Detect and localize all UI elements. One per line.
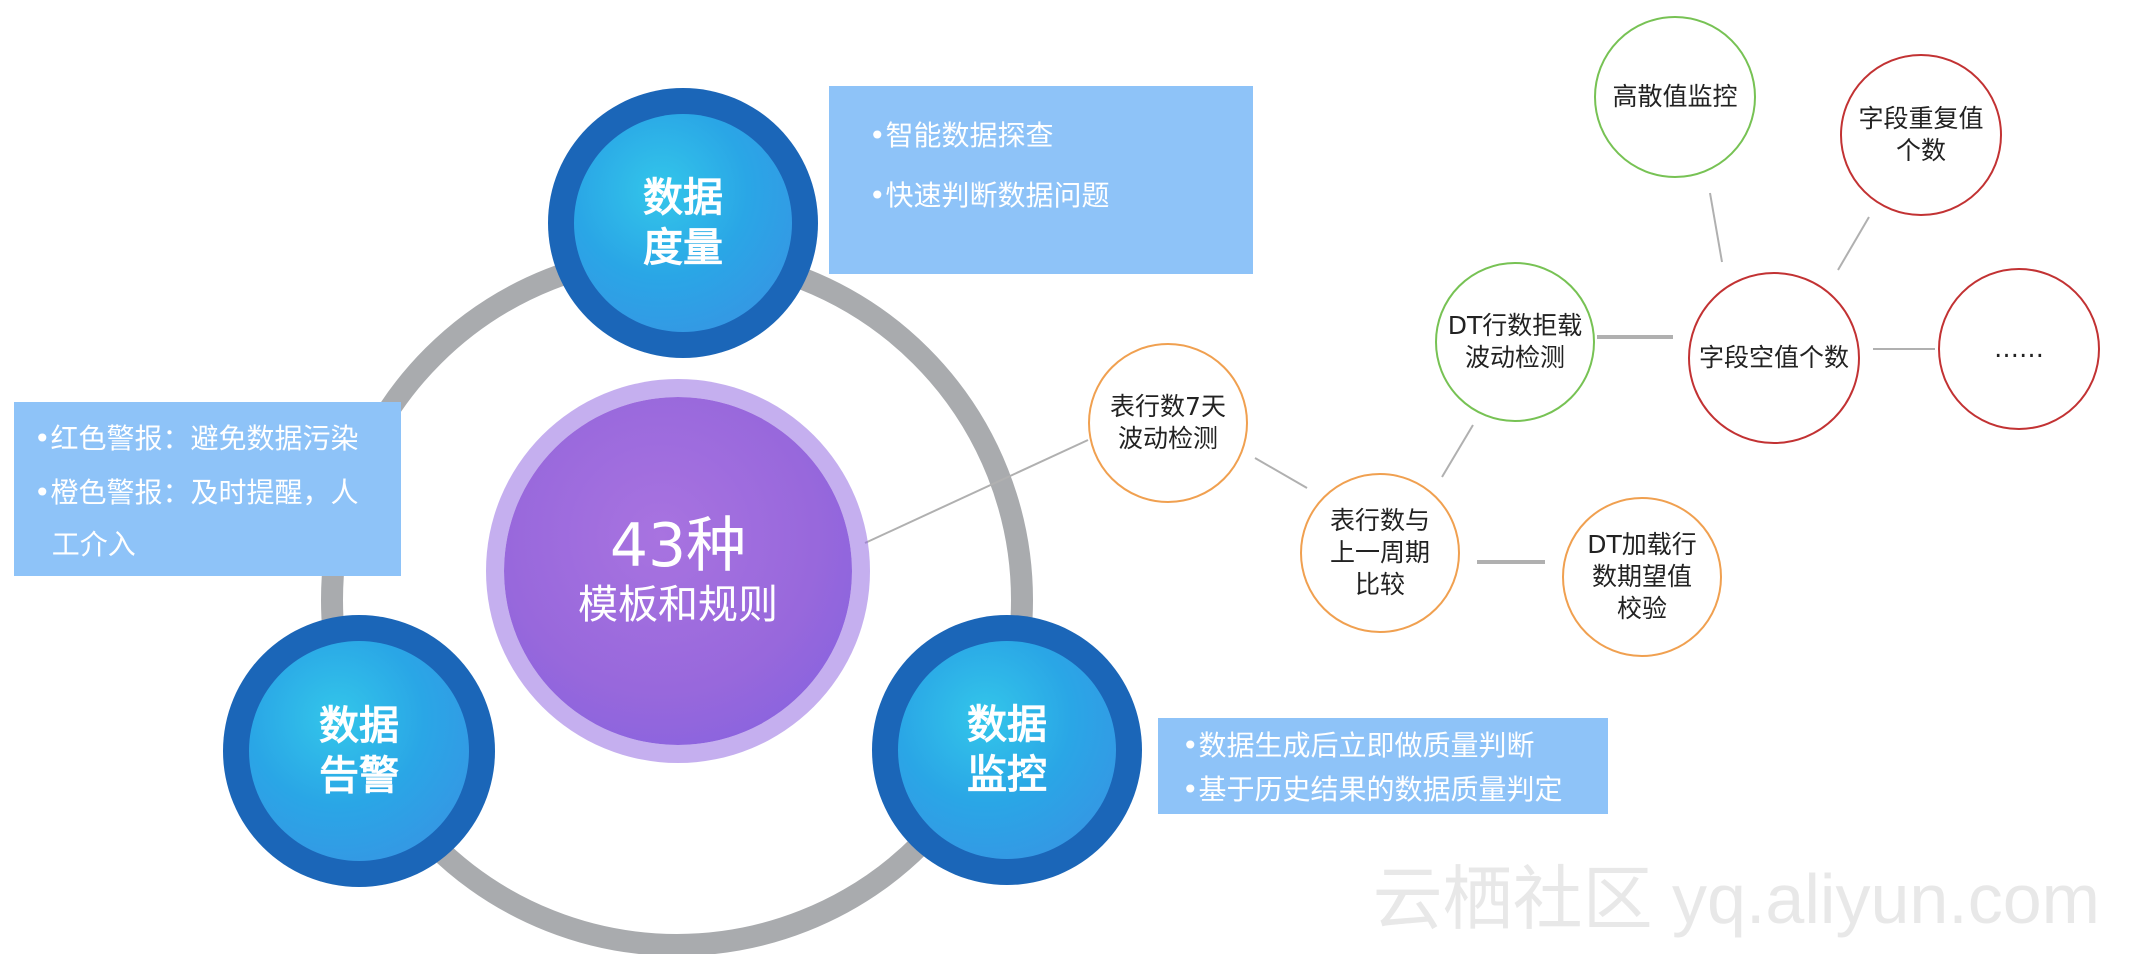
- center-templates-circle: 43种 模板和规则: [504, 397, 852, 745]
- node-more: ……: [1938, 268, 2100, 430]
- node-field-dup: 字段重复值 个数: [1840, 54, 2002, 216]
- center-count: 43种: [609, 511, 747, 581]
- node-field-dup-label: 字段重复值 个数: [1858, 104, 1984, 165]
- hub-alert-line2: 告警: [319, 753, 399, 799]
- monitor-item: •数据生成后立即做质量判断: [1182, 729, 1535, 762]
- center-label: 模板和规则: [578, 582, 778, 628]
- alert-item: •红色警报：避免数据污染: [34, 422, 359, 455]
- alert-item: •橙色警报：及时提醒，人: [34, 476, 359, 509]
- measure-description-box: •智能数据探查 •快速判断数据问题: [829, 86, 1253, 274]
- node-table-rows-period-label: 表行数与 上一周期 比较: [1329, 506, 1430, 599]
- connector-7day-to-period: [1254, 457, 1308, 489]
- hub-alert-line1: 数据: [319, 703, 399, 749]
- node-field-null-label: 字段空值个数: [1698, 343, 1849, 372]
- monitor-description-box: •数据生成后立即做质量判断 •基于历史结果的数据质量判定: [1158, 718, 1608, 814]
- node-dt-rows-reject: DT行数拒载 波动检测: [1435, 262, 1595, 422]
- hub-monitor-line1: 数据: [967, 702, 1047, 748]
- node-table-rows-period: 表行数与 上一周期 比较: [1300, 473, 1460, 633]
- hub-monitor-line2: 监控: [967, 752, 1047, 798]
- connector-fieldnull-to-highcard: [1709, 192, 1723, 263]
- node-high-cardinality: 高散值监控: [1594, 16, 1756, 178]
- monitor-item: •基于历史结果的数据质量判定: [1182, 773, 1563, 806]
- connector-fieldnull-to-dup: [1837, 216, 1870, 271]
- alert-item: 工介入: [34, 528, 136, 561]
- hub-measure-line2: 度量: [643, 225, 723, 271]
- node-dt-rows-reject-label: DT行数拒载 波动检测: [1447, 311, 1583, 372]
- connector-period-to-dtreject: [1441, 424, 1474, 478]
- hub-data-measure: 数据 度量: [548, 88, 818, 358]
- hub-data-monitor: 数据 监控: [872, 615, 1142, 885]
- node-field-null: 字段空值个数: [1688, 272, 1860, 444]
- node-table-rows-7day-label: 表行数7天 波动检测: [1110, 392, 1226, 453]
- measure-item: •快速判断数据问题: [869, 179, 1110, 212]
- node-high-cardinality-label: 高散值监控: [1612, 82, 1738, 111]
- watermark: 云栖社区 yq.aliyun.com: [1372, 860, 2100, 938]
- node-dt-load-expect: DT加载行 数期望值 校验: [1562, 497, 1722, 657]
- alert-description-box: •红色警报：避免数据污染 •橙色警报：及时提醒，人 工介入: [14, 402, 401, 576]
- connector-center-to-7day: [864, 439, 1089, 544]
- measure-item: •智能数据探查: [869, 119, 1054, 152]
- hub-measure-line1: 数据: [643, 175, 723, 221]
- hub-data-alert: 数据 告警: [223, 615, 495, 887]
- node-table-rows-7day: 表行数7天 波动检测: [1088, 343, 1248, 503]
- node-dt-load-expect-label: DT加载行 数期望值 校验: [1587, 530, 1697, 623]
- node-more-label: ……: [1994, 334, 2044, 363]
